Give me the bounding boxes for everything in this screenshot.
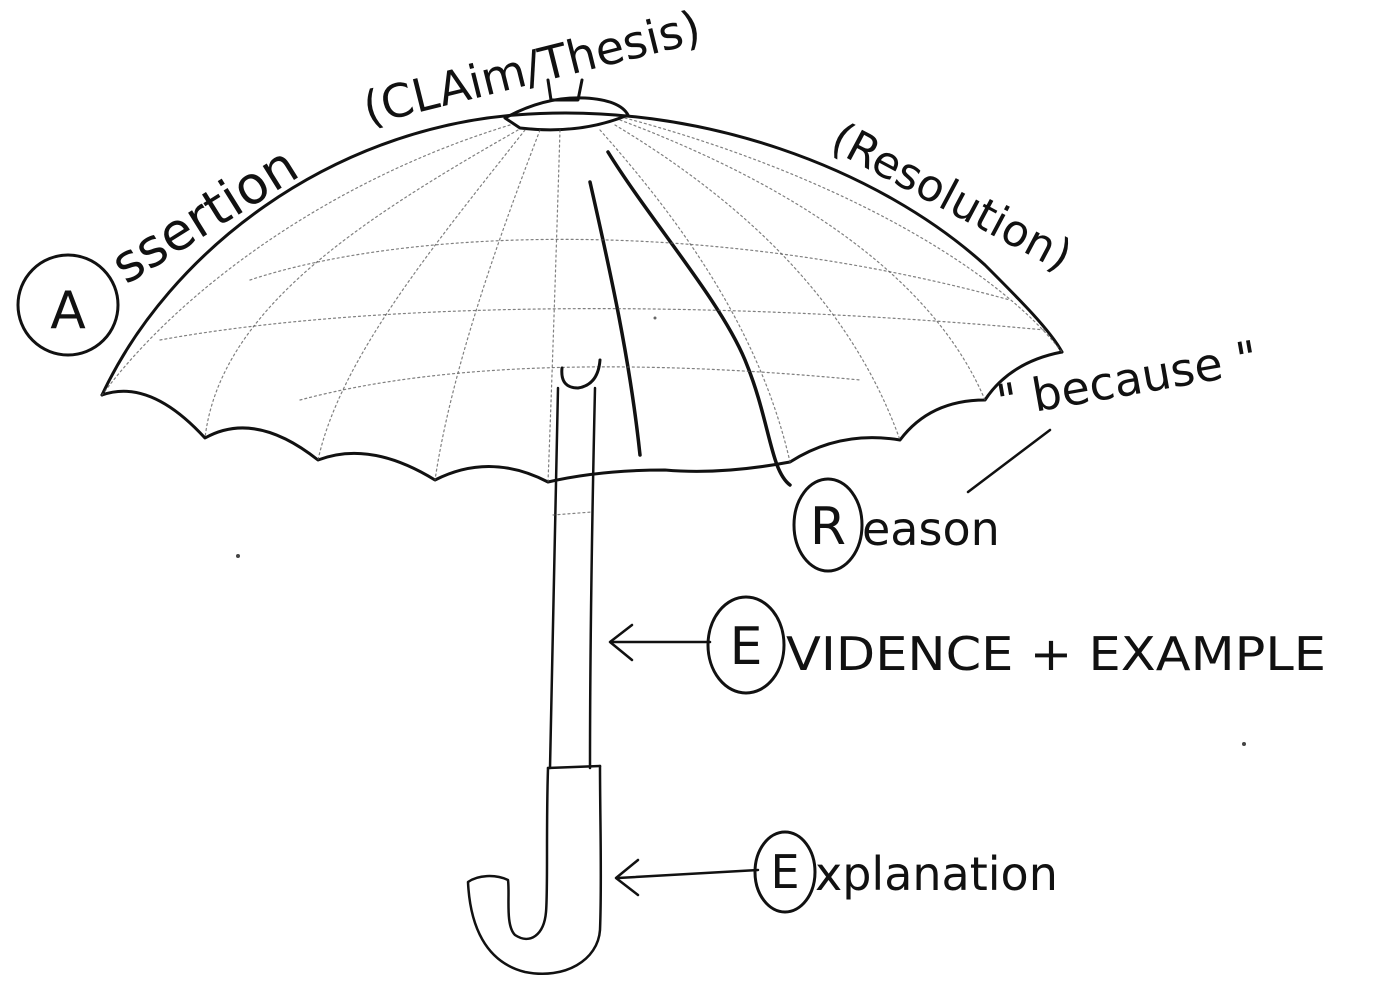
paper-specks — [236, 316, 1246, 746]
evidence-text: VIDENCE + EXAMPLE — [786, 627, 1326, 681]
evidence-label: E VIDENCE + EXAMPLE — [608, 595, 1326, 695]
umbrella-shaft — [548, 358, 602, 770]
explanation-arrowhead — [614, 858, 640, 897]
reason-label: " because " R eason — [792, 330, 1262, 573]
reason-letter: R — [810, 497, 846, 557]
explanation-text: xplanation — [815, 847, 1058, 901]
explanation-circle — [753, 830, 817, 914]
umbrella-canopy — [100, 78, 1064, 487]
reason-circle — [792, 477, 864, 573]
umbrella-handle — [466, 764, 603, 975]
because-text: " because " — [993, 330, 1262, 429]
explanation-letter: E — [770, 845, 799, 899]
assertion-letter: A — [50, 281, 86, 341]
explanation-arrow — [616, 868, 760, 880]
explanation-label: E xplanation — [614, 830, 1058, 914]
reason-text: eason — [862, 502, 1000, 556]
evidence-arrowhead — [608, 623, 634, 662]
assertion-text: ssertion — [101, 135, 308, 296]
evidence-letter: E — [730, 617, 763, 677]
evidence-circle — [706, 595, 786, 695]
assertion-label: A ssertion (CLAim/Thesis) (Resolution) — [16, 0, 1080, 357]
assertion-circle — [16, 253, 120, 357]
because-connector — [966, 428, 1052, 494]
